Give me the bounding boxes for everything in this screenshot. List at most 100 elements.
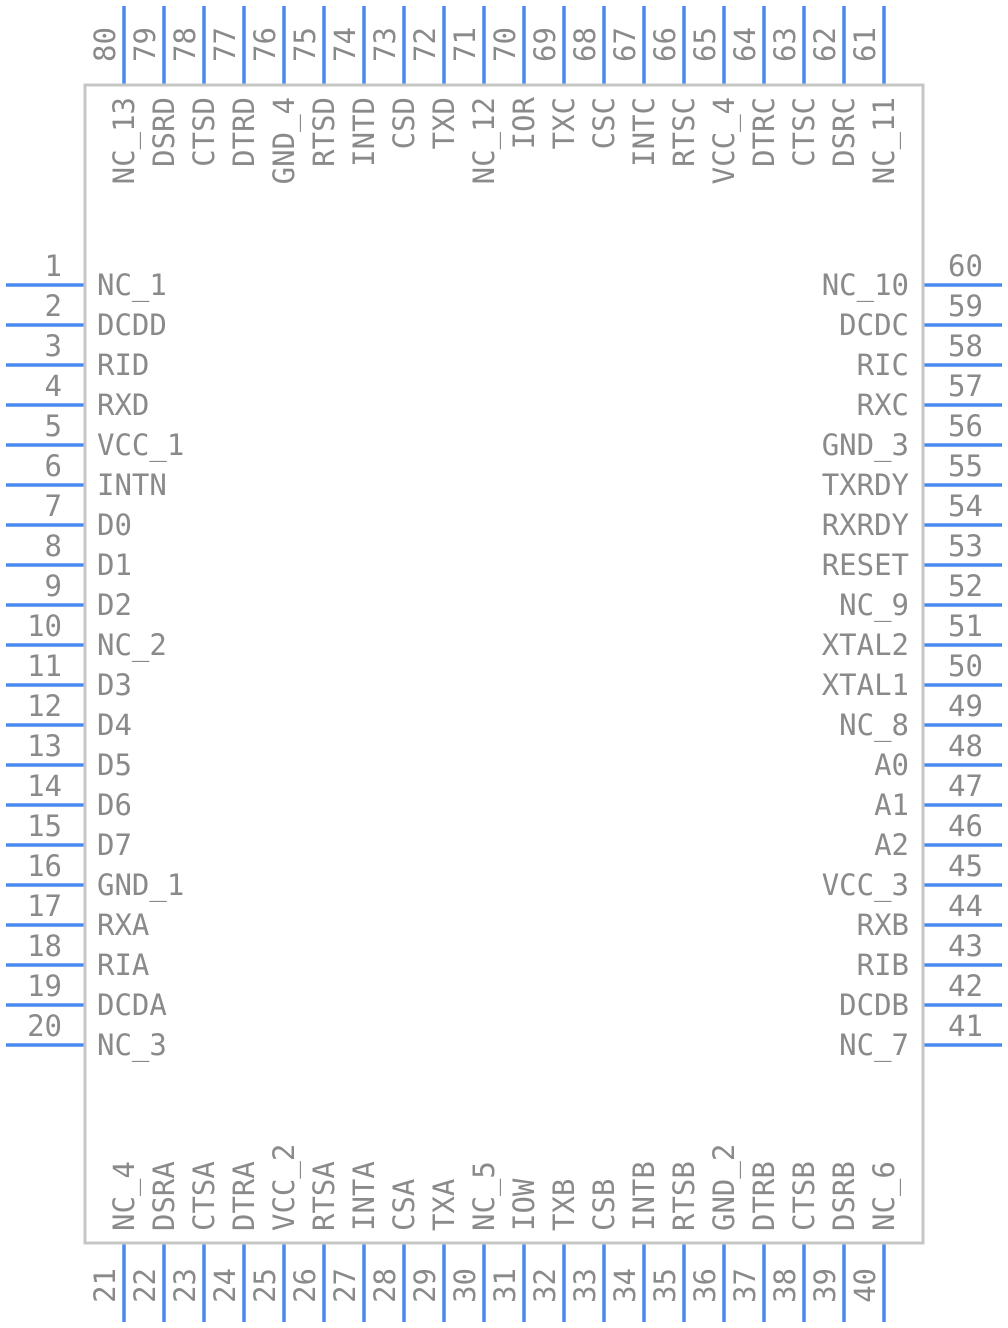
pin-46-label-a2: A2 — [874, 828, 909, 862]
pin-50-label-xtal1: XTAL1 — [822, 668, 909, 702]
pin-75-number: 75 — [288, 27, 322, 62]
pin-9-number: 9 — [45, 569, 62, 603]
pin-45-label-vcc-3: VCC_3 — [822, 868, 909, 903]
pin-71-label-nc-12: NC_12 — [467, 97, 502, 184]
pin-32-label-txb: TXB — [547, 1179, 581, 1231]
pin-44-label-rxb: RXB — [857, 908, 909, 942]
pin-14-label-d6: D6 — [97, 788, 132, 822]
pin-42-number: 42 — [948, 969, 983, 1003]
pin-10-label-nc-2: NC_2 — [97, 628, 167, 663]
pin-71-number: 71 — [448, 27, 482, 62]
pin-79-number: 79 — [128, 27, 162, 62]
pin-60-label-nc-10: NC_10 — [822, 268, 909, 303]
pin-16-number: 16 — [27, 849, 62, 883]
pin-8-number: 8 — [45, 529, 62, 563]
pin-41-number: 41 — [948, 1009, 983, 1043]
pin-4-number: 4 — [45, 369, 62, 403]
pin-11-label-d3: D3 — [97, 668, 132, 702]
pin-30-number: 30 — [448, 1268, 482, 1303]
pin-51-number: 51 — [948, 609, 983, 643]
pin-27-label-inta: INTA — [347, 1161, 381, 1231]
pin-3-label-rid: RID — [97, 348, 149, 382]
pin-48-number: 48 — [948, 729, 983, 763]
pin-21-number: 21 — [88, 1268, 122, 1303]
pin-54-number: 54 — [948, 489, 983, 523]
pin-49-number: 49 — [948, 689, 983, 723]
pin-14-number: 14 — [27, 769, 62, 803]
pin-79-label-dsrd: DSRD — [147, 97, 181, 167]
pin-43-label-rib: RIB — [857, 948, 909, 982]
pin-47-number: 47 — [948, 769, 983, 803]
pin-20-number: 20 — [27, 1009, 62, 1043]
pin-67-label-intc: INTC — [627, 97, 661, 167]
pin-12-label-d4: D4 — [97, 708, 132, 742]
pin-42-label-dcdb: DCDB — [839, 988, 909, 1022]
pin-33-number: 33 — [568, 1268, 602, 1303]
pin-11-number: 11 — [27, 649, 62, 683]
pin-59-label-dcdc: DCDC — [839, 308, 909, 342]
pin-72-label-txd: TXD — [427, 97, 461, 149]
pin-56-number: 56 — [948, 409, 983, 443]
pin-3-number: 3 — [45, 329, 62, 363]
pin-1-label-nc-1: NC_1 — [97, 268, 167, 303]
pin-67-number: 67 — [608, 27, 642, 62]
pin-51-label-xtal2: XTAL2 — [822, 628, 909, 662]
pin-26-label-rtsa: RTSA — [307, 1161, 341, 1231]
pin-61-label-nc-11: NC_11 — [867, 97, 902, 184]
pin-24-number: 24 — [208, 1268, 242, 1303]
pin-73-number: 73 — [368, 27, 402, 62]
pin-5-number: 5 — [45, 409, 62, 443]
pin-70-label-ior: IOR — [507, 96, 541, 149]
pin-37-number: 37 — [728, 1268, 762, 1303]
pin-15-label-d7: D7 — [97, 828, 132, 862]
pin-1-number: 1 — [45, 249, 62, 283]
pin-16-label-gnd-1: GND_1 — [97, 868, 184, 903]
pin-36-label-gnd-2: GND_2 — [707, 1144, 742, 1231]
pin-39-number: 39 — [808, 1268, 842, 1303]
pin-17-label-rxa: RXA — [97, 908, 149, 942]
pin-64-label-dtrc: DTRC — [747, 97, 781, 167]
pin-33-label-csb: CSB — [587, 1179, 621, 1231]
pin-15-number: 15 — [27, 809, 62, 843]
pin-13-number: 13 — [27, 729, 62, 763]
pin-2-number: 2 — [45, 289, 62, 323]
pin-39-label-dsrb: DSRB — [827, 1161, 861, 1231]
pin-56-label-gnd-3: GND_3 — [822, 428, 909, 463]
pin-80-label-nc-13: NC_13 — [107, 97, 142, 184]
pin-35-label-rtsb: RTSB — [667, 1161, 701, 1231]
pin-17-number: 17 — [27, 889, 62, 923]
pin-58-label-ric: RIC — [857, 348, 909, 382]
pin-62-label-dsrc: DSRC — [827, 97, 861, 167]
pin-34-label-intb: INTB — [627, 1161, 661, 1231]
pin-69-number: 69 — [528, 27, 562, 62]
pin-37-label-dtrb: DTRB — [747, 1161, 781, 1231]
pin-22-number: 22 — [128, 1268, 162, 1303]
pin-5-label-vcc-1: VCC_1 — [97, 428, 184, 463]
chip-body — [83, 83, 925, 1245]
pin-22-label-dsra: DSRA — [147, 1161, 181, 1231]
pin-78-number: 78 — [168, 27, 202, 62]
pin-55-label-txrdy: TXRDY — [822, 468, 909, 502]
pin-69-label-txc: TXC — [547, 97, 581, 149]
pin-74-number: 74 — [328, 27, 362, 62]
pin-25-number: 25 — [248, 1268, 282, 1303]
pin-32-number: 32 — [528, 1268, 562, 1303]
labels-layer: 1NC_12DCDD3RID4RXD5VCC_16INTN7D08D19D210… — [27, 27, 983, 1303]
pin-9-label-d2: D2 — [97, 588, 132, 622]
pin-44-number: 44 — [948, 889, 983, 923]
pin-23-label-ctsa: CTSA — [187, 1161, 221, 1231]
pin-7-label-d0: D0 — [97, 508, 132, 542]
pin-78-label-ctsd: CTSD — [187, 97, 221, 167]
pin-53-label-reset: RESET — [822, 548, 909, 582]
pin-64-number: 64 — [728, 27, 762, 62]
pin-54-label-rxrdy: RXRDY — [822, 508, 909, 542]
pin-52-number: 52 — [948, 569, 983, 603]
pin-20-label-nc-3: NC_3 — [97, 1028, 167, 1063]
pin-28-number: 28 — [368, 1268, 402, 1303]
pin-21-label-nc-4: NC_4 — [107, 1161, 142, 1231]
pin-52-label-nc-9: NC_9 — [839, 588, 909, 623]
pin-36-number: 36 — [688, 1268, 722, 1303]
pin-76-label-gnd-4: GND_4 — [267, 97, 302, 184]
pin-48-label-a0: A0 — [874, 748, 909, 782]
